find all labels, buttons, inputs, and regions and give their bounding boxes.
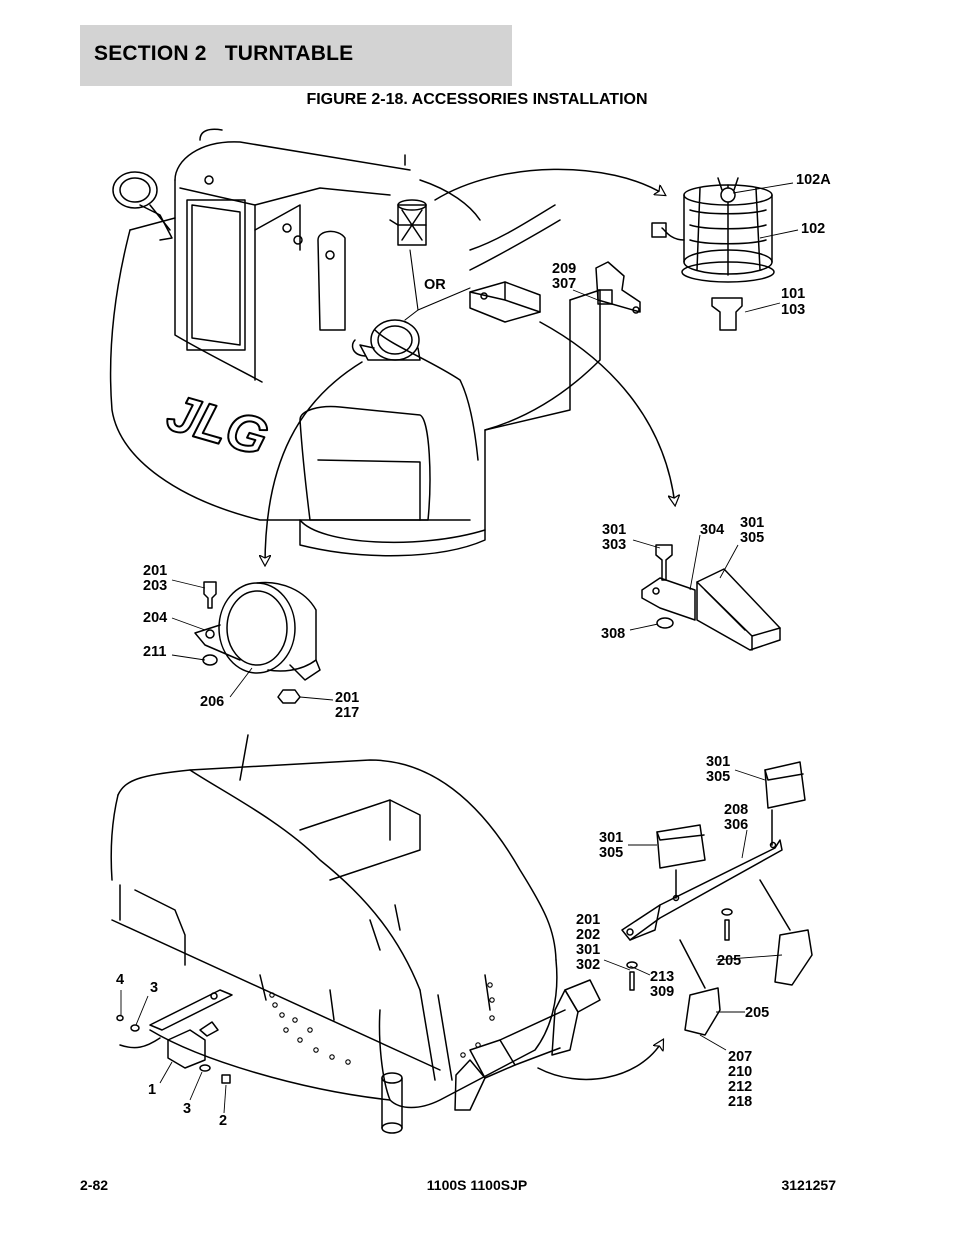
light-washer (202, 654, 218, 666)
label-3-upper: 3 (150, 980, 158, 996)
footer-doc-number: 3121257 (781, 1177, 836, 1193)
label-217: 217 (335, 705, 359, 721)
label-102: 102 (801, 221, 825, 237)
beacon-bolt (711, 297, 743, 331)
label-305-bar-top: 305 (706, 769, 730, 785)
label-211: 211 (143, 644, 166, 660)
label-307: 307 (552, 276, 576, 292)
label-1: 1 (148, 1082, 156, 1098)
alarm-bolt (655, 544, 673, 581)
light-bolt (203, 581, 217, 609)
figure-title: FIGURE 2-18. ACCESSORIES INSTALLATION (306, 91, 648, 108)
label-205-lower: 205 (745, 1005, 769, 1021)
label-206: 206 (200, 694, 224, 710)
label-306: 306 (724, 817, 748, 833)
label-208: 208 (724, 802, 748, 818)
label-101: 101 (781, 286, 805, 302)
label-210: 210 (728, 1064, 752, 1080)
footer-page-number: 2-82 (80, 1177, 109, 1193)
backup-alarm-on-body (469, 281, 541, 323)
turntable-upper-body (109, 128, 601, 557)
label-209: 209 (552, 261, 576, 277)
jlg-logo: JLG (161, 384, 274, 468)
footer-model: 1100S 1100SJP (426, 1177, 528, 1193)
label-207: 207 (728, 1049, 752, 1065)
small-beacon (389, 199, 427, 246)
label-102a: 102A (796, 172, 831, 188)
label-201-light-bolt: 201 (143, 563, 167, 579)
arrow-to-light (265, 361, 363, 565)
label-or: OR (424, 277, 446, 293)
label-301-alarm-bolt: 301 (602, 522, 626, 538)
label-301-alarm: 301 (740, 515, 764, 531)
label-3-lower: 3 (183, 1101, 191, 1117)
label-305-bar-left: 305 (599, 845, 623, 861)
bolt-holes (269, 982, 495, 1065)
section-header: SECTION 2 TURNTABLE (80, 25, 512, 86)
mount-light-on-body (351, 319, 421, 361)
callout-labels: OR 102A 102 101 103 209 307 301 303 304 … (116, 172, 831, 1129)
label-4: 4 (116, 972, 124, 988)
label-305-alarm: 305 (740, 530, 764, 546)
label-301-bar-left: 301 (599, 830, 623, 846)
backup-alarm-assembly (641, 544, 781, 651)
label-203: 203 (143, 578, 167, 594)
arrow-to-tail-lights (537, 1040, 663, 1081)
tail-lights-mounted (454, 979, 601, 1111)
label-205-right: 205 (717, 953, 741, 969)
label-204: 204 (143, 610, 167, 626)
label-302: 302 (576, 957, 600, 973)
light-bar-assembly (621, 761, 813, 1036)
arrow-to-beacon (434, 168, 665, 201)
label-304: 304 (700, 522, 724, 538)
light-nut (277, 689, 301, 704)
leader-lines (120, 182, 799, 1114)
beacon-assembly (651, 177, 775, 331)
label-301-bar-top: 301 (706, 754, 730, 770)
top-left-light-housing (112, 171, 173, 241)
label-218: 218 (728, 1094, 752, 1110)
label-2: 2 (219, 1113, 227, 1129)
lower-alarm-assembly (116, 989, 233, 1084)
label-103: 103 (781, 302, 805, 318)
arrow-to-alarm (539, 321, 675, 505)
label-201-bar: 201 (576, 912, 600, 928)
label-212: 212 (728, 1079, 752, 1095)
section-title: SECTION 2 TURNTABLE (94, 42, 354, 65)
alarm-nut (656, 617, 674, 629)
label-213: 213 (650, 969, 674, 985)
label-303: 303 (602, 537, 626, 553)
work-light-assembly (194, 581, 321, 704)
label-308: 308 (601, 626, 625, 642)
alarm-bracket-209 (595, 261, 641, 314)
label-202: 202 (576, 927, 600, 943)
label-301-bar: 301 (576, 942, 600, 958)
label-309: 309 (650, 984, 674, 1000)
label-201-light-nut: 201 (335, 690, 359, 706)
turntable-lower-body (110, 734, 558, 1134)
